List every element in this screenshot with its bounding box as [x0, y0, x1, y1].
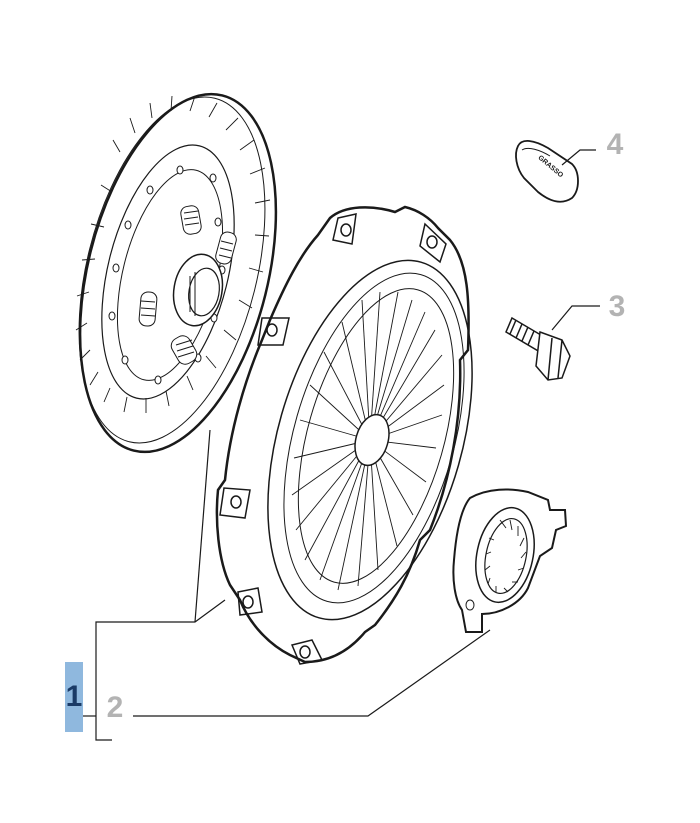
release-bearing[interactable] — [452, 488, 568, 633]
callout-4-label[interactable]: 4 — [606, 128, 624, 161]
callout-1-label: 1 — [65, 680, 83, 713]
grease-tube[interactable]: GRASSO — [515, 140, 579, 203]
callout-3-label[interactable]: 3 — [608, 290, 626, 323]
callout-1-highlight[interactable]: 1 — [65, 662, 83, 732]
damper-springs — [138, 205, 237, 365]
friction-segments — [75, 95, 271, 413]
bolt[interactable] — [505, 316, 571, 381]
pressure-plate[interactable] — [215, 205, 510, 665]
leader-lines — [82, 149, 600, 741]
callout-2-label[interactable]: 2 — [106, 691, 124, 724]
bearing-splines — [484, 519, 527, 593]
clutch-disc[interactable] — [46, 74, 309, 473]
mounting-lugs — [219, 213, 447, 665]
